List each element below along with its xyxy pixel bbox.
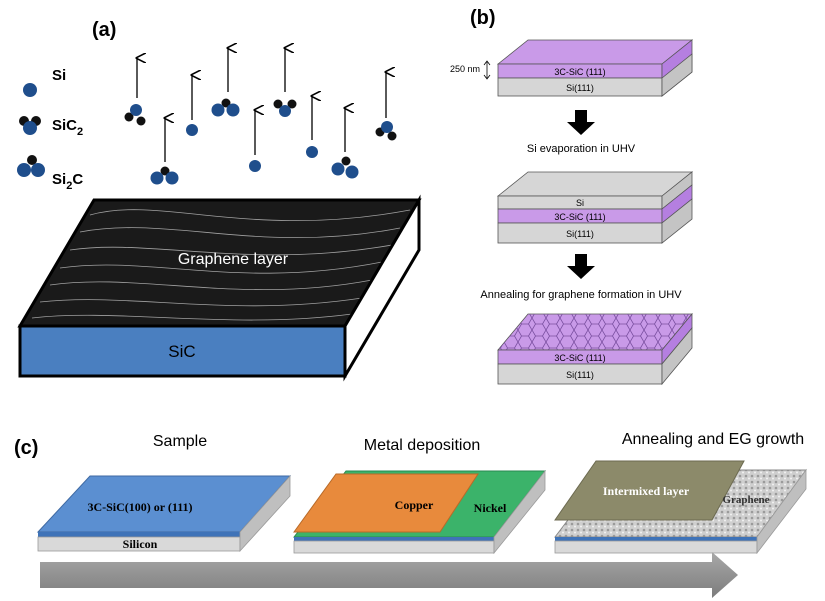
legend-si-label: Si: [52, 67, 66, 84]
c-atom-icon: [341, 156, 351, 166]
legend-sic2-label: SiC2: [52, 117, 83, 138]
copper-layer: [293, 473, 479, 533]
si-atom-icon: [381, 121, 393, 133]
title-annealing: Annealing and EG growth: [622, 431, 804, 448]
stack-2: Si 3C-SiC (111) Si(111): [496, 171, 694, 244]
graphene-layer-label: Graphene layer: [178, 251, 289, 268]
sic-label: SiC: [168, 342, 195, 361]
si-atom-icon: [130, 104, 142, 116]
thickness-label: 250 nm: [450, 64, 480, 74]
si-atom-icon: [211, 103, 225, 117]
si-atom-icon: [345, 165, 359, 179]
si-atom-icon: [331, 162, 345, 176]
title-metal-deposition: Metal deposition: [364, 437, 481, 454]
intermixed-label: Intermixed layer: [603, 484, 690, 498]
stack3-top-label: 3C-SiC (111): [554, 353, 605, 363]
copper-label: Copper: [395, 498, 434, 512]
c-atom-icon: [160, 166, 170, 176]
legend-si2c: Si2C: [17, 155, 83, 192]
stack2-middle-label: 3C-SiC (111): [554, 212, 605, 222]
sample-silicon-label: Silicon: [123, 537, 158, 551]
si-atom-icon: [23, 83, 37, 97]
down-arrow-icon: [567, 110, 595, 135]
si-atom-icon: [306, 146, 318, 158]
metal-deposition-stack: Copper Nickel: [292, 469, 547, 555]
nickel-label: Nickel: [474, 501, 507, 515]
legend-si2c-label: Si2C: [52, 171, 83, 192]
si-atom-icon: [31, 163, 45, 177]
silicon-layer: [293, 540, 495, 554]
sample-stack: 3C-SiC(100) or (111) Silicon: [36, 474, 292, 553]
down-arrow-icon: [567, 254, 595, 279]
c-atom-icon: [27, 155, 37, 165]
graphene-lattice-lines: [31, 209, 411, 321]
stack1-top-label: 3C-SiC (111): [554, 67, 605, 77]
si-atom-icon: [186, 124, 198, 136]
c-atom-icon: [124, 112, 134, 122]
sample-sic-label: 3C-SiC(100) or (111): [87, 500, 192, 514]
si-atom-icon: [165, 171, 179, 185]
si-atom-icon: [23, 121, 37, 135]
intermixed-layer: [554, 460, 745, 521]
stack2-top-label: Si: [576, 198, 584, 208]
panel-a: (a) Si SiC2 Si2C: [17, 19, 422, 382]
c-atom-icon: [136, 116, 146, 126]
si-top-face: [496, 171, 694, 197]
stack-1: 3C-SiC (111) Si(111) 250 nm: [450, 39, 694, 97]
sic-front-face: [18, 324, 347, 378]
c-atom-icon: [387, 131, 397, 141]
title-sample: Sample: [153, 433, 207, 450]
step1-label: Si evaporation in UHV: [527, 143, 636, 155]
panel-a-label: (a): [92, 19, 116, 41]
c-atom-icon: [273, 99, 283, 109]
c-atom-icon: [287, 99, 297, 109]
stack3-bottom-label: Si(111): [566, 370, 594, 380]
sic-top-face: [496, 39, 694, 65]
panel-b: (b) 3C-SiC (111) Si(111) 250 nm Si evapo…: [450, 7, 694, 386]
stack2-bottom-label: Si(111): [566, 229, 594, 239]
sic-block: Graphene layer SiC: [17, 194, 422, 382]
si-atom-icon: [226, 103, 240, 117]
si-atom-icon: [17, 163, 31, 177]
desorbing-species: [124, 48, 397, 185]
sic-side-face: [343, 194, 421, 382]
legend-si: Si: [23, 67, 66, 97]
si-atom-icon: [249, 160, 261, 172]
panel-b-label: (b): [470, 7, 496, 29]
si-side-face: [661, 53, 693, 97]
annealing-stack: Intermixed layer Graphene: [553, 460, 807, 555]
step2-label: Annealing for graphene formation in UHV: [480, 289, 682, 301]
graphene-hex-lattice: [498, 314, 692, 350]
si-atom-icon: [279, 105, 291, 117]
stack-3: 3C-SiC (111) Si(111): [497, 312, 693, 386]
silicon-layer: [554, 540, 758, 554]
si-atom-icon: [150, 171, 164, 185]
panel-c: (c) Sample Metal deposition Annealing an…: [14, 431, 807, 598]
process-arrow-icon: [40, 552, 738, 598]
stack1-bottom-label: Si(111): [566, 83, 594, 93]
c-atom-icon: [221, 98, 231, 108]
panel-c-label: (c): [14, 437, 38, 459]
legend-sic2: SiC2: [19, 116, 83, 138]
graphene-label: Graphene: [722, 494, 769, 506]
